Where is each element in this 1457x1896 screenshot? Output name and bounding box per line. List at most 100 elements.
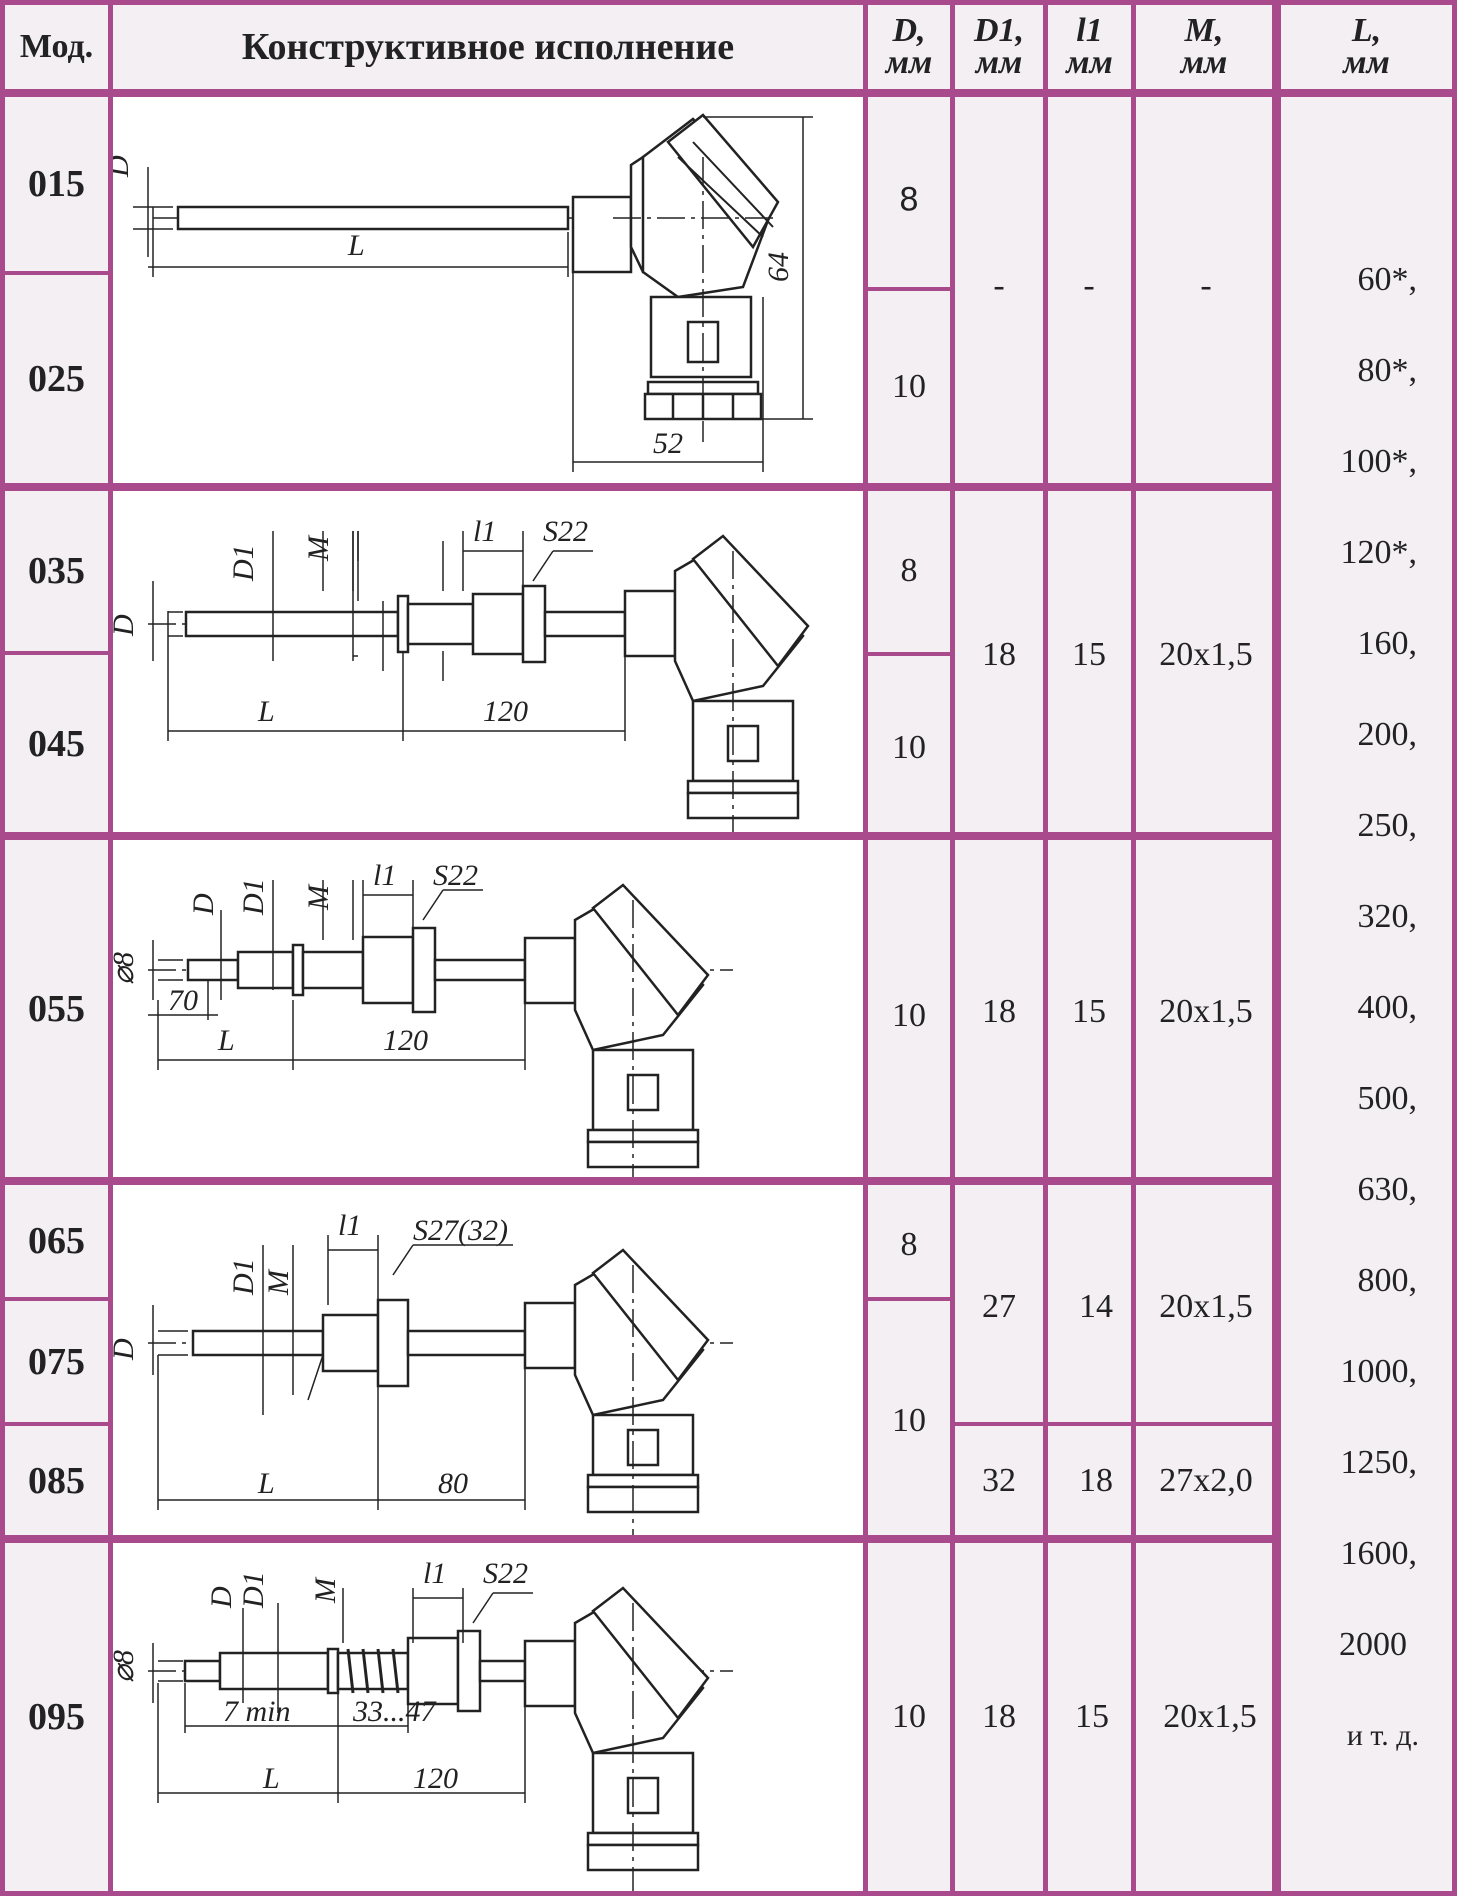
drawing-015-025: D L 52 64 [102, 97, 863, 483]
dim-33-47: 33...47 [352, 1695, 438, 1728]
thermocouple-drawing-5: ⌀8 D D1 M l1 S22 7 min 33...47 L 120 [107, 1557, 733, 1891]
mod-045: 045 [5, 655, 108, 832]
mod-075: 075 [5, 1301, 108, 1422]
l1-value-g2: 15 [1072, 636, 1106, 673]
dim-d1: D1 [237, 878, 270, 916]
d1-cell-065-075 [955, 1185, 1043, 1422]
m-value-g3: 20x1,5 [1159, 993, 1253, 1030]
dim-d: D [205, 1586, 238, 1609]
header-d-label: D, [892, 12, 926, 49]
mod-095: 095 [5, 1543, 108, 1891]
l1-cell-065-075 [1048, 1185, 1131, 1422]
d-value-015: 8 [899, 180, 919, 219]
m-cell-065-075 [1136, 1185, 1272, 1422]
m-value-g2: 20x1,5 [1159, 636, 1253, 673]
mod-015: 015 [5, 97, 108, 271]
dim-l1: l1 [338, 1209, 361, 1242]
dim-64: 64 [762, 252, 795, 282]
dim-s22: S22 [543, 515, 588, 548]
l-value: 630, [1357, 1171, 1418, 1208]
dim-d: D [113, 1338, 140, 1361]
l-value: 1250, [1340, 1444, 1418, 1481]
mod-055: 055 [5, 840, 108, 1177]
d1-cell-g3 [955, 840, 1043, 1177]
thermocouple-drawing-4: D D1 M l1 S27(32) L 80 [107, 1209, 733, 1535]
header-m: M, мм [1136, 5, 1272, 89]
dim-m: M [302, 883, 335, 911]
d-value-075-085: 10 [892, 1402, 926, 1439]
thermocouple-drawing-2: D D1 M l1 S22 L 120 [107, 515, 810, 832]
l-value: 800, [1357, 1262, 1418, 1299]
thermocouple-drawing-3: ⌀8 D D1 M l1 S22 70 L 120 [107, 859, 733, 1177]
d-cell-065 [868, 1185, 950, 1297]
mod-035: 035 [5, 491, 108, 651]
header-d1-label: D1, [973, 12, 1025, 49]
dim-s27: S27(32) [413, 1214, 508, 1247]
d-cell-035 [868, 491, 950, 652]
m-cell-g2 [1136, 491, 1272, 832]
dim-m: M [302, 534, 335, 562]
header-d-unit: мм [885, 44, 933, 81]
dim-dia8: ⌀8 [113, 952, 140, 985]
mod-025: 025 [5, 275, 108, 483]
d-cell-095 [868, 1543, 950, 1891]
dim-120: 120 [383, 1024, 428, 1057]
dim-70: 70 [168, 984, 198, 1017]
d-cell-025 [868, 291, 950, 483]
dim-l: L [217, 1024, 235, 1057]
l1-value-g1: - [1083, 267, 1095, 304]
dim-7min: 7 min [223, 1695, 291, 1728]
l-value: 200, [1357, 716, 1418, 753]
dim-d1: D1 [237, 1571, 270, 1609]
dim-s22: S22 [483, 1557, 528, 1590]
l-value: 400, [1357, 989, 1418, 1026]
d-value-045: 10 [892, 729, 926, 766]
header-mod: Мод. [5, 5, 108, 89]
d-cell-015 [868, 97, 950, 287]
l-value: 2000 [1339, 1626, 1407, 1663]
d-value-065: 8 [900, 1226, 918, 1263]
header-d1: D1, мм [955, 5, 1043, 89]
l1-cell-g5 [1048, 1543, 1131, 1891]
dim-l: L [262, 1762, 280, 1795]
d1-value-065-075: 27 [982, 1288, 1016, 1325]
l-value: 250, [1357, 807, 1418, 844]
dim-l: L [347, 229, 365, 262]
l1-value-g5: 15 [1075, 1698, 1109, 1735]
d1-value-g3: 18 [982, 993, 1016, 1030]
d-value-055: 10 [892, 997, 926, 1034]
m-value-g1: - [1200, 267, 1212, 304]
l-column [1281, 97, 1452, 1891]
d1-cell-g5 [955, 1543, 1043, 1891]
l-value: и т. д. [1346, 1719, 1419, 1752]
m-cell-g3 [1136, 840, 1272, 1177]
dim-l: L [257, 695, 275, 728]
dim-52: 52 [653, 427, 683, 460]
drawing-065-085: D D1 M l1 S27(32) L 80 [107, 1185, 863, 1535]
l-value: 1600, [1340, 1535, 1418, 1572]
header-l1-label: l1 [1076, 12, 1103, 49]
header-m-unit: мм [1180, 44, 1228, 81]
l-value: 500, [1357, 1080, 1418, 1117]
l1-value-085: 18 [1079, 1462, 1113, 1499]
l-value: 1000, [1340, 1353, 1418, 1390]
dim-l1: l1 [423, 1557, 446, 1590]
d1-value-g1: - [993, 267, 1005, 304]
header-m-label: M, [1184, 12, 1224, 49]
d1-value-g2: 18 [982, 636, 1016, 673]
header-design: Конструктивное исполнение [113, 5, 863, 89]
d1-cell-g1 [955, 97, 1043, 483]
header-l-label: L, [1351, 12, 1382, 49]
dim-d: D [187, 893, 220, 916]
drawing-055: ⌀8 D D1 M l1 S22 70 L 120 [107, 840, 863, 1177]
header-l: L, мм [1281, 5, 1452, 89]
dim-m: M [262, 1268, 295, 1296]
dim-d1: D1 [227, 1258, 260, 1296]
l-value: 320, [1357, 898, 1418, 935]
l1-cell-085 [1048, 1426, 1131, 1535]
d-cell-055 [868, 840, 950, 1177]
m-cell-g5 [1136, 1543, 1272, 1891]
dim-l: L [257, 1467, 275, 1500]
l-value: 100*, [1340, 443, 1418, 480]
d1-value-085: 32 [982, 1462, 1016, 1499]
